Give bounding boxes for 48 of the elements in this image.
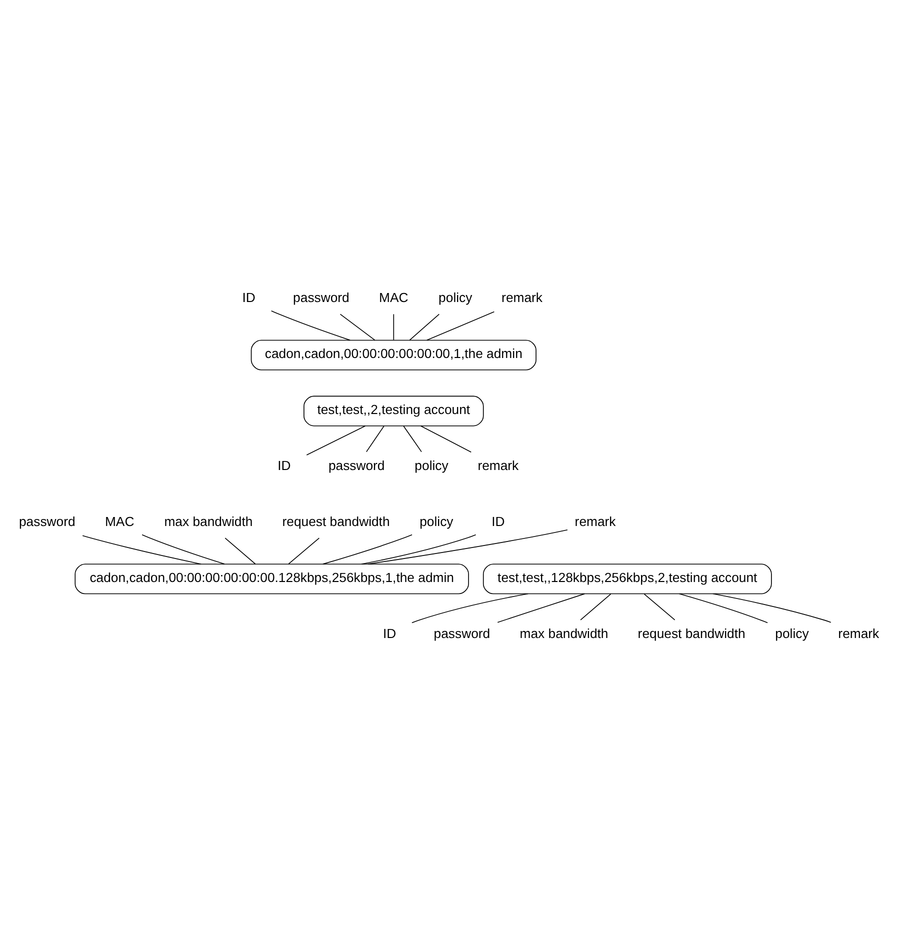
node-box: cadon,cadon,00:00:00:00:00:00.128kbps,256kbps,1,the admin — [74, 564, 469, 594]
node-text: request bandwidth — [638, 626, 746, 642]
connector — [82, 535, 202, 564]
connector — [366, 426, 384, 452]
connector — [409, 314, 440, 340]
connector — [368, 529, 568, 564]
connector — [361, 534, 476, 565]
node-text: remark — [838, 626, 880, 642]
node-text: remark — [502, 290, 543, 306]
connector — [322, 534, 412, 564]
connector — [340, 314, 376, 340]
connector — [403, 426, 422, 452]
node-box: test,test,,128kbps,256kbps,2,testing account — [482, 564, 772, 594]
node-text: ID — [242, 290, 256, 306]
node-text: ID — [278, 458, 291, 474]
node-text: max bandwidth — [164, 514, 253, 530]
connector — [644, 594, 676, 620]
connector — [224, 538, 256, 564]
node-text: policy — [775, 626, 809, 642]
node-text: password — [328, 458, 385, 474]
connector — [270, 310, 350, 341]
node-text: password — [293, 290, 350, 306]
connector — [580, 594, 612, 620]
connector — [712, 593, 832, 623]
node-text: policy — [420, 514, 454, 530]
node-text: MAC — [379, 290, 408, 306]
node-text: remark — [574, 514, 616, 530]
node-text: policy — [414, 458, 448, 474]
node-text: ID — [492, 514, 505, 530]
connector — [306, 426, 366, 456]
connector — [412, 593, 529, 624]
node-text: remark — [478, 458, 519, 474]
node-text: password — [434, 626, 490, 642]
connector — [497, 593, 585, 623]
connector — [142, 534, 225, 564]
node-box: cadon,cadon,00:00:00:00:00:00,1,the admin — [250, 340, 536, 370]
connector — [420, 426, 472, 453]
node-text: MAC — [104, 514, 134, 530]
node-text: request bandwidth — [282, 514, 390, 530]
connector — [678, 593, 768, 624]
node-text: password — [19, 514, 76, 530]
node-text: policy — [438, 290, 472, 306]
node-text: ID — [382, 626, 396, 642]
node-text: max bandwidth — [520, 626, 608, 642]
connector — [426, 311, 495, 341]
connector — [393, 314, 394, 340]
connector — [288, 538, 320, 564]
node-box: test,test,,2,testing account — [304, 396, 484, 426]
